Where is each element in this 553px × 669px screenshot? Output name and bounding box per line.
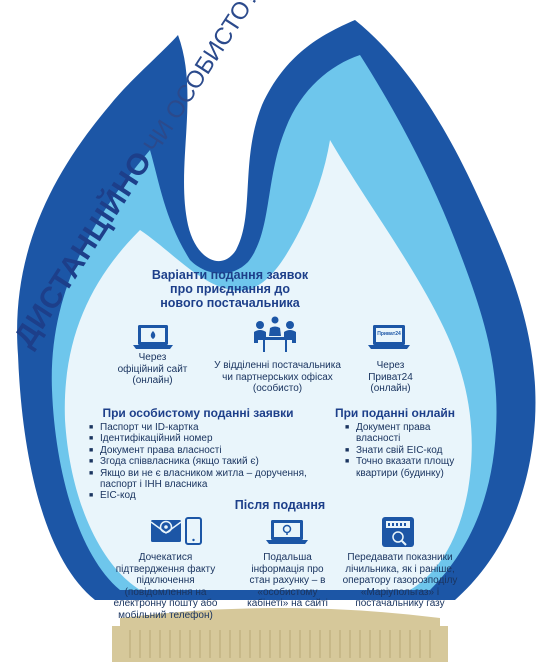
laptop-privat24-icon <box>368 325 410 349</box>
list-item: Точно вказати площу квартири (будинку) <box>345 456 456 479</box>
laptop-gas-icon <box>133 325 173 349</box>
option-label-site: Через офіційний сайт (онлайн) <box>117 352 188 386</box>
laptop-info-icon <box>266 520 308 544</box>
online-heading: При поданні онлайн <box>334 406 456 420</box>
meter-icon <box>382 517 414 547</box>
list-item: Документ права власності <box>89 445 320 457</box>
list-item: Паспорт чи ID-картка <box>89 422 320 434</box>
list-item: ЕІС-код <box>89 490 320 502</box>
personal-list: Паспорт чи ID-картка Ідентифікаційний но… <box>88 422 320 502</box>
after-heading: Після подання <box>234 498 326 512</box>
after-label-account: Подальша інформація про стан рахунку – в… <box>247 552 328 609</box>
list-item: Знати свій ЕІС-код <box>345 445 456 457</box>
office-meeting-icon <box>254 316 296 352</box>
privat24-screen-text: Приват24 <box>377 331 401 337</box>
online-list: Документ права власності Знати свій ЕІС-… <box>344 422 456 479</box>
list-item: Згода співвласника (якщо такий є) <box>89 456 320 468</box>
base-top <box>120 608 440 628</box>
base-ribs <box>129 630 431 658</box>
option-label-privat24: Через Приват24 (онлайн) <box>368 360 413 394</box>
list-item: Документ права власності <box>345 422 456 445</box>
option-label-office: У відділенні постачальника чи партнерськ… <box>214 360 341 394</box>
email-phone-icon <box>150 517 202 545</box>
list-item: Якщо ви не є власником житла – доручення… <box>89 468 320 491</box>
options-heading: Варіанти подання заявок про приєднання д… <box>151 268 309 310</box>
personal-heading: При особистому поданні заявки <box>102 406 294 420</box>
list-item: Ідентифікаційний номер <box>89 433 320 445</box>
after-label-confirm: Дочекатися підтвердження факту підключен… <box>113 552 218 621</box>
after-label-meter: Передавати показники лічильника, як і ра… <box>342 552 458 609</box>
